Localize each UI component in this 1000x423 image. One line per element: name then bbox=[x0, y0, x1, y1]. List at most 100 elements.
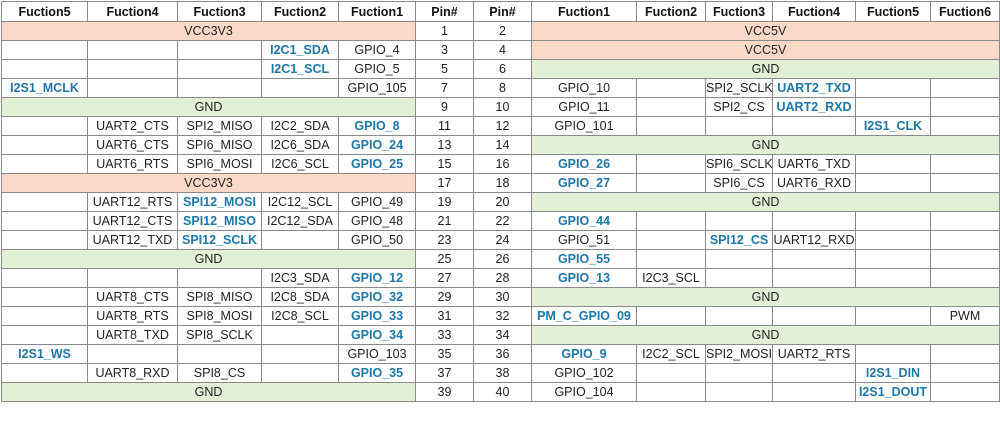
function-cell: GPIO_13 bbox=[531, 268, 637, 288]
function-cell bbox=[87, 78, 178, 98]
function-cell bbox=[1, 287, 88, 307]
pin-number: 13 bbox=[415, 135, 474, 155]
function-cell: SPI12_MOSI bbox=[177, 192, 262, 212]
pin-number: 36 bbox=[473, 344, 532, 364]
function-cell: I2S1_DOUT bbox=[855, 382, 931, 402]
function-cell: GPIO_32 bbox=[338, 287, 416, 307]
function-cell bbox=[855, 211, 931, 231]
function-cell: GPIO_101 bbox=[531, 116, 637, 136]
function-cell bbox=[930, 363, 1000, 383]
ground-cell: GND bbox=[531, 192, 1000, 212]
column-header: Pin# bbox=[473, 1, 532, 22]
function-cell: GPIO_25 bbox=[338, 154, 416, 174]
pin-number: 1 bbox=[415, 21, 474, 41]
pin-number: 22 bbox=[473, 211, 532, 231]
function-cell: SPI12_MISO bbox=[177, 211, 262, 231]
pin-number: 29 bbox=[415, 287, 474, 307]
column-header: Fuction3 bbox=[177, 1, 262, 22]
function-cell: I2C12_SCL bbox=[261, 192, 339, 212]
function-cell bbox=[930, 78, 1000, 98]
function-cell bbox=[930, 382, 1000, 402]
function-cell bbox=[261, 230, 339, 250]
function-cell bbox=[636, 116, 706, 136]
pin-number: 16 bbox=[473, 154, 532, 174]
function-cell bbox=[705, 116, 773, 136]
function-cell bbox=[705, 249, 773, 269]
function-cell bbox=[772, 249, 856, 269]
function-cell bbox=[636, 382, 706, 402]
pin-number: 2 bbox=[473, 21, 532, 41]
function-cell bbox=[636, 97, 706, 117]
function-cell: I2C1_SDA bbox=[261, 40, 339, 60]
function-cell: SPI12_CS bbox=[705, 230, 773, 250]
function-cell: UART8_RTS bbox=[87, 306, 178, 326]
column-header: Fuction2 bbox=[261, 1, 339, 22]
pin-number: 33 bbox=[415, 325, 474, 345]
function-cell bbox=[855, 97, 931, 117]
function-cell bbox=[930, 116, 1000, 136]
function-cell: UART2_RXD bbox=[772, 97, 856, 117]
pin-number: 21 bbox=[415, 211, 474, 231]
pin-number: 32 bbox=[473, 306, 532, 326]
function-cell: SPI8_SCLK bbox=[177, 325, 262, 345]
function-cell: GPIO_5 bbox=[338, 59, 416, 79]
function-cell bbox=[772, 382, 856, 402]
function-cell: UART12_RXD bbox=[772, 230, 856, 250]
function-cell bbox=[1, 268, 88, 288]
function-cell bbox=[855, 78, 931, 98]
function-cell bbox=[855, 173, 931, 193]
pin-number: 35 bbox=[415, 344, 474, 364]
function-cell: I2S1_CLK bbox=[855, 116, 931, 136]
function-cell: UART12_RTS bbox=[87, 192, 178, 212]
function-cell: UART12_CTS bbox=[87, 211, 178, 231]
function-cell bbox=[705, 306, 773, 326]
function-cell bbox=[855, 249, 931, 269]
function-cell bbox=[1, 116, 88, 136]
function-cell bbox=[636, 363, 706, 383]
function-cell: I2S1_MCLK bbox=[1, 78, 88, 98]
function-cell bbox=[177, 40, 262, 60]
ground-cell: GND bbox=[1, 97, 416, 117]
function-cell bbox=[1, 192, 88, 212]
function-cell: GPIO_10 bbox=[531, 78, 637, 98]
function-cell: GPIO_105 bbox=[338, 78, 416, 98]
function-cell bbox=[177, 78, 262, 98]
pin-number: 28 bbox=[473, 268, 532, 288]
pin-number: 9 bbox=[415, 97, 474, 117]
function-cell bbox=[636, 173, 706, 193]
column-header: Fuction4 bbox=[772, 1, 856, 22]
function-cell: GPIO_12 bbox=[338, 268, 416, 288]
column-header: Fuction6 bbox=[930, 1, 1000, 22]
function-cell: SPI6_SCLK bbox=[705, 154, 773, 174]
function-cell: PWM bbox=[930, 306, 1000, 326]
function-cell: GPIO_55 bbox=[531, 249, 637, 269]
function-cell: SPI12_SCLK bbox=[177, 230, 262, 250]
function-cell bbox=[1, 363, 88, 383]
function-cell: I2C12_SDA bbox=[261, 211, 339, 231]
ground-cell: GND bbox=[531, 287, 1000, 307]
function-cell bbox=[930, 249, 1000, 269]
pin-number: 23 bbox=[415, 230, 474, 250]
function-cell bbox=[930, 211, 1000, 231]
function-cell bbox=[855, 154, 931, 174]
function-cell bbox=[930, 230, 1000, 250]
function-cell: SPI2_MISO bbox=[177, 116, 262, 136]
column-header: Fuction1 bbox=[338, 1, 416, 22]
function-cell bbox=[87, 40, 178, 60]
pin-number: 26 bbox=[473, 249, 532, 269]
pin-number: 8 bbox=[473, 78, 532, 98]
function-cell bbox=[930, 97, 1000, 117]
function-cell: I2C2_SCL bbox=[636, 344, 706, 364]
function-cell: UART12_TXD bbox=[87, 230, 178, 250]
function-cell bbox=[930, 173, 1000, 193]
